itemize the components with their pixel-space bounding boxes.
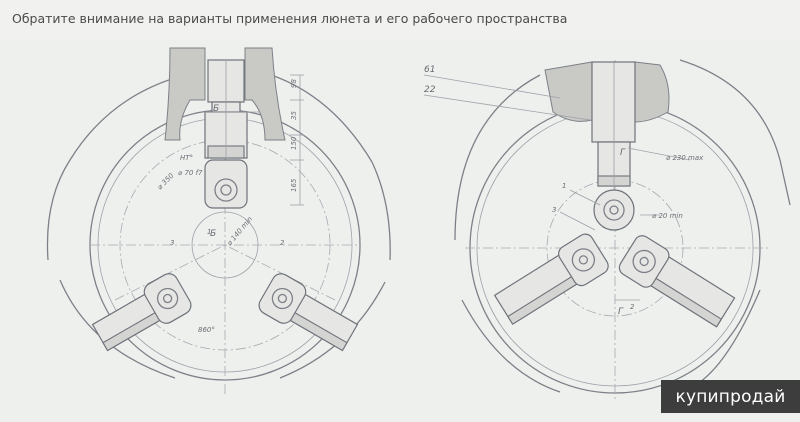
right-label-one: 1 <box>562 182 566 190</box>
left-dim-165: 165 <box>290 178 298 192</box>
page-heading: Обратите внимание на варианты применения… <box>12 11 568 26</box>
left-label-d70: ⌀ 70 f7 <box>178 169 203 177</box>
right-label-three: 3 <box>552 206 556 214</box>
left-label-two: 2 <box>280 239 285 247</box>
left-dim-35: 35 <box>290 111 298 120</box>
right-ref-61: 61 <box>424 65 435 75</box>
right-label-g-top: Г <box>620 148 626 158</box>
right-label-g-index: 2 <box>630 303 635 311</box>
left-label-three: 3 <box>170 239 174 247</box>
left-label-b-top: Б <box>213 104 219 114</box>
left-label-860: 860° <box>198 326 215 334</box>
left-dim-150: 150 <box>290 136 298 150</box>
left-drawing: 98 35 150 165 Б Б 1 2 3 НТ° ⌀ 70 f7 ⌀ 35… <box>46 47 391 395</box>
right-drawing: 61 22 Г ⌀ 230 max 1 3 ⌀ 20 min Г 2 <box>423 59 791 400</box>
watermark-badge: купипродай <box>661 380 800 413</box>
left-label-one: 1 <box>207 228 211 236</box>
right-label-g-bottom: Г <box>618 307 624 317</box>
left-label-b-center: Б <box>210 229 216 239</box>
right-ref-22: 22 <box>424 85 436 95</box>
left-label-ht: НТ° <box>180 154 193 162</box>
left-dim-98: 98 <box>290 79 298 88</box>
right-label-d20: ⌀ 20 min <box>652 212 683 220</box>
right-label-d230: ⌀ 230 max <box>666 154 704 162</box>
